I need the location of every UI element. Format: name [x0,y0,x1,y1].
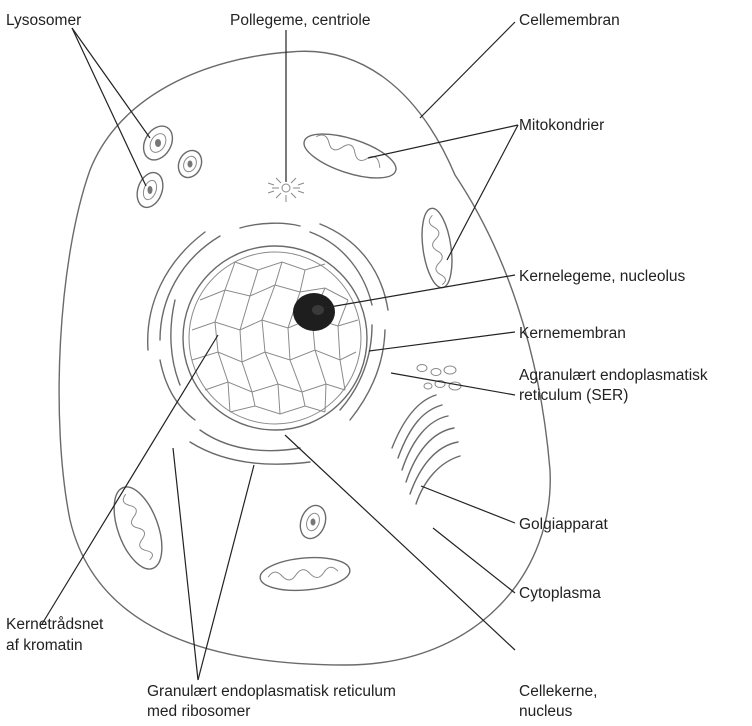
label-cytoplasma: Cytoplasma [519,585,601,602]
nucleus [183,246,367,430]
label-kromatin-line2: af kromatin [6,637,83,654]
mitochondrion-2 [418,206,457,289]
label-ser-line2: reticulum (SER) [519,387,628,404]
chromatin-network [192,262,358,414]
label-rer-line1: Granulært endoplasmatisk reticulum [147,683,396,700]
lysosome-1 [138,121,179,165]
label-cellekerne-line1: Cellekerne, [519,683,597,700]
label-golgi: Golgiapparat [519,516,608,533]
lysosome-4 [296,502,330,542]
label-lysosomer: Lysosomer [6,12,81,29]
label-mitokondrier: Mitokondrier [519,117,604,134]
leader-lines [42,22,518,680]
mitochondrion-1 [299,125,401,187]
label-kernemembran: Kernemembran [519,325,626,342]
mitochondrion-3 [104,481,171,575]
lysosome-2 [174,147,206,182]
label-kernelegeme: Kernelegeme, nucleolus [519,268,686,285]
label-kromatin-line1: Kernetrådsnet [6,616,104,633]
label-pollegeme: Pollegeme, centriole [230,12,370,29]
label-cellekerne-line2: nucleus [519,703,573,720]
label-rer-line2: med ribosomer [147,703,250,720]
label-cellemembran: Cellemembran [519,12,620,29]
mitochondrion-4 [259,554,351,594]
label-ser-line1: Agranulært endoplasmatisk [519,367,708,384]
lysosome-3 [133,169,168,211]
smooth-er [417,365,461,391]
